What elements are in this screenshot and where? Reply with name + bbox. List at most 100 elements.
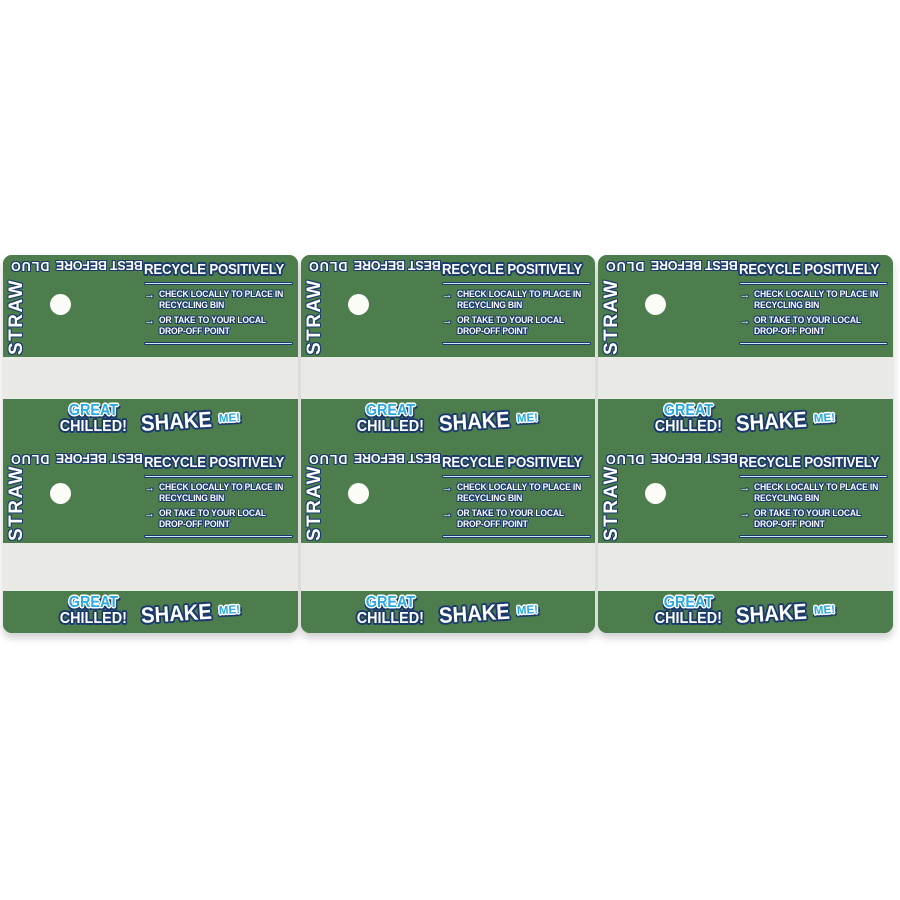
recycle-info-block: RECYCLE POSITIVELY → CHECK LOCALLY TO PL… bbox=[144, 454, 293, 543]
arrow-icon: → bbox=[144, 482, 155, 494]
hang-hole bbox=[50, 294, 71, 315]
best-before-label: BEST BEFORE bbox=[56, 451, 143, 465]
bullet-1-line-1: CHECK LOCALLY TO PLACE IN bbox=[754, 289, 879, 300]
bullet-2-line-1: OR TAKE TO YOUR LOCAL bbox=[456, 508, 564, 519]
carton-blank-panel: DLUO BEST BEFORE STRAW RECYCLE POSITIVEL… bbox=[3, 448, 298, 633]
arrow-icon: → bbox=[441, 289, 453, 301]
divider-line-top bbox=[144, 282, 293, 285]
dluo-label: DLUO bbox=[307, 259, 348, 273]
me-text: ME! bbox=[813, 411, 836, 426]
recycle-title: RECYCLE POSITIVELY bbox=[144, 261, 285, 278]
great-text: GREAT bbox=[68, 594, 118, 611]
carton-blank-panel: DLUO BEST BEFORE STRAW RECYCLE POSITIVEL… bbox=[300, 255, 596, 448]
bullet-1-line-2: RECYCLING BIN bbox=[456, 492, 522, 504]
recycle-info-block: RECYCLE POSITIVELY → CHECK LOCALLY TO PL… bbox=[441, 261, 591, 350]
best-before-label: BEST BEFORE bbox=[56, 258, 143, 272]
shake-text: SHAKE bbox=[140, 598, 213, 629]
straw-label: STRAW bbox=[303, 464, 325, 541]
bullet-1-line-2: RECYCLING BIN bbox=[159, 299, 225, 311]
divider-line-top bbox=[441, 282, 591, 285]
chilled-text: CHILLED! bbox=[59, 418, 127, 435]
shake-text: SHAKE bbox=[437, 406, 511, 437]
bullet-1-line-1: CHECK LOCALLY TO PLACE IN bbox=[754, 482, 879, 493]
bullet-2-line-2: DROP-OFF POINT bbox=[159, 325, 230, 337]
tear-strip bbox=[300, 543, 596, 591]
arrow-icon: → bbox=[441, 508, 453, 520]
recycle-title: RECYCLE POSITIVELY bbox=[441, 261, 582, 278]
best-before-label: BEST BEFORE bbox=[353, 258, 441, 272]
recycle-section: DLUO BEST BEFORE STRAW RECYCLE POSITIVEL… bbox=[598, 448, 894, 543]
great-text: GREAT bbox=[663, 594, 714, 611]
recycle-info-block: RECYCLE POSITIVELY → CHECK LOCALLY TO PL… bbox=[441, 454, 591, 543]
straw-label: STRAW bbox=[601, 278, 623, 355]
recycle-title: RECYCLE POSITIVELY bbox=[144, 454, 285, 471]
tear-strip bbox=[300, 357, 596, 399]
arrow-icon: → bbox=[441, 315, 453, 327]
divider-line-top bbox=[441, 475, 591, 478]
great-chilled-label: GREAT CHILLED! bbox=[37, 595, 149, 627]
divider-line-bottom bbox=[441, 535, 591, 538]
arrow-icon: → bbox=[739, 315, 751, 327]
great-text: GREAT bbox=[68, 402, 118, 419]
bullet-1-line-2: RECYCLING BIN bbox=[159, 492, 225, 504]
arrow-icon: → bbox=[441, 482, 453, 494]
carton-column: DLUO BEST BEFORE STRAW RECYCLE POSITIVEL… bbox=[3, 255, 298, 633]
bullet-2-line-2: DROP-OFF POINT bbox=[456, 518, 528, 530]
hang-hole bbox=[347, 483, 369, 504]
great-chilled-label: GREAT CHILLED! bbox=[335, 403, 447, 435]
label-sheet: DLUO BEST BEFORE STRAW RECYCLE POSITIVEL… bbox=[3, 255, 894, 633]
hang-hole bbox=[347, 294, 369, 315]
bullet-2-line-1: OR TAKE TO YOUR LOCAL bbox=[754, 508, 862, 519]
bullet-1-line-2: RECYCLING BIN bbox=[754, 492, 820, 504]
straw-label: STRAW bbox=[303, 278, 325, 355]
dluo-label: DLUO bbox=[605, 452, 645, 466]
divider-line-top bbox=[739, 475, 889, 478]
recycle-section: DLUO BEST BEFORE STRAW RECYCLE POSITIVEL… bbox=[3, 255, 298, 357]
carton-blank-panel: DLUO BEST BEFORE STRAW RECYCLE POSITIVEL… bbox=[598, 255, 894, 448]
bullet-2-line-2: DROP-OFF POINT bbox=[159, 518, 230, 530]
me-text: ME! bbox=[516, 411, 539, 426]
bullet-2-line-1: OR TAKE TO YOUR LOCAL bbox=[159, 508, 266, 519]
bullet-1-line-2: RECYCLING BIN bbox=[754, 299, 820, 311]
shake-me-label: SHAKE ME! bbox=[736, 405, 837, 437]
carton-column: DLUO BEST BEFORE STRAW RECYCLE POSITIVEL… bbox=[598, 255, 894, 633]
great-chilled-label: GREAT CHILLED! bbox=[335, 595, 447, 627]
shake-text: SHAKE bbox=[735, 406, 808, 437]
carton-blank-panel: DLUO BEST BEFORE STRAW RECYCLE POSITIVEL… bbox=[3, 255, 298, 448]
bullet-1-line-1: CHECK LOCALLY TO PLACE IN bbox=[456, 482, 581, 493]
bullet-1-line-1: CHECK LOCALLY TO PLACE IN bbox=[159, 289, 284, 300]
bullet-2-line-2: DROP-OFF POINT bbox=[754, 518, 825, 530]
bullet-2-line-2: DROP-OFF POINT bbox=[456, 325, 528, 337]
divider-line-bottom bbox=[739, 342, 889, 345]
best-before-label: BEST BEFORE bbox=[651, 451, 739, 465]
bullet-2-line-2: DROP-OFF POINT bbox=[754, 325, 825, 337]
me-text: ME! bbox=[813, 603, 836, 618]
recycle-info-block: RECYCLE POSITIVELY → CHECK LOCALLY TO PL… bbox=[144, 261, 293, 350]
tear-strip bbox=[3, 357, 298, 399]
chilled-text: CHILLED! bbox=[654, 418, 722, 435]
recycle-title: RECYCLE POSITIVELY bbox=[739, 454, 880, 471]
recycle-section: DLUO BEST BEFORE STRAW RECYCLE POSITIVEL… bbox=[300, 255, 596, 357]
recycle-info-block: RECYCLE POSITIVELY → CHECK LOCALLY TO PL… bbox=[739, 261, 889, 350]
bullet-1-line-2: RECYCLING BIN bbox=[456, 299, 522, 311]
me-text: ME! bbox=[218, 411, 241, 426]
arrow-icon: → bbox=[739, 482, 751, 494]
great-chilled-label: GREAT CHILLED! bbox=[37, 403, 149, 435]
